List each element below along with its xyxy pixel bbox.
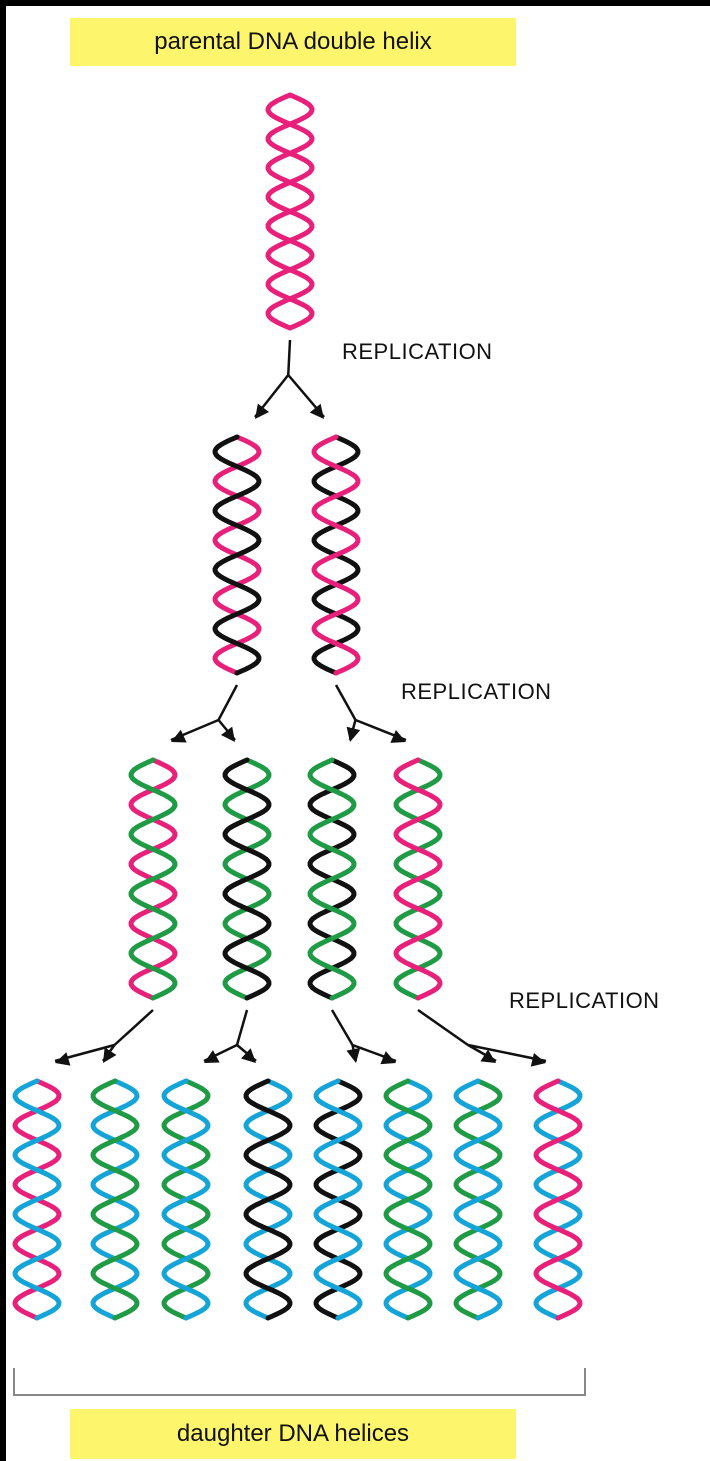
strand-parental (533, 1078, 583, 1321)
fork-arrow-g2-2-stem (334, 684, 357, 721)
helix-third-4 (243, 1078, 293, 1321)
strand-parental (265, 92, 315, 331)
replication-label-3: REPLICATION (509, 988, 660, 1013)
fork-arrow-g3-4-left-head (480, 1049, 496, 1063)
fork-arrow-g3-3-left-head (346, 1047, 361, 1063)
strand-gen2 (90, 1078, 140, 1321)
helix-second-2 (222, 757, 272, 1001)
strand-parental (311, 434, 361, 676)
fork-arrow-g3-2-left-head (204, 1050, 220, 1063)
helix-first-1 (212, 434, 262, 676)
fork-arrow-g1-1-left-head (255, 403, 270, 419)
fork-arrow-g2-1-left-head (171, 729, 187, 743)
replication-label-1: REPLICATION (342, 339, 493, 364)
daughter-helices-bracket (13, 1368, 586, 1396)
replication-label-2: REPLICATION (401, 679, 552, 704)
strand-gen2 (307, 757, 357, 1001)
helix-third-2 (90, 1078, 140, 1321)
helix-third-3 (161, 1078, 211, 1321)
arrows-layer (54, 339, 547, 1067)
fork-arrow-g3-2-stem (235, 1009, 249, 1046)
fork-arrow-g3-1-stem (113, 1009, 154, 1046)
strand-gen1 (212, 434, 262, 676)
fork-arrow-g1-1-right-head (309, 403, 324, 419)
fork-arrow-g2-2-left-head (346, 726, 361, 742)
fork-arrow-g3-1-left-head (55, 1052, 71, 1066)
fork-arrow-g2-1-right-head (221, 726, 235, 742)
helix-third-6 (383, 1078, 433, 1321)
helices-layer (12, 92, 583, 1321)
helix-third-7 (453, 1078, 503, 1321)
helix-third-1 (12, 1078, 62, 1321)
strand-gen1 (243, 1078, 293, 1321)
parental-dna-label-text: parental DNA double helix (154, 28, 432, 55)
strand-gen3 (313, 1078, 363, 1321)
parental-dna-label: parental DNA double helix (70, 18, 516, 66)
strand-gen3 (161, 1078, 211, 1321)
strand-gen3 (12, 1078, 62, 1321)
helix-third-8 (533, 1078, 583, 1321)
helix-parental-1 (265, 92, 315, 331)
helix-first-2 (311, 434, 361, 676)
strand-gen2 (383, 1078, 433, 1321)
strand-gen3 (453, 1078, 503, 1321)
helix-second-4 (393, 757, 443, 1001)
strand-gen2 (128, 757, 178, 1001)
daughter-dna-label-text: daughter DNA helices (176, 1420, 410, 1447)
helix-second-1 (128, 757, 178, 1001)
daughter-dna-label: daughter DNA helices (70, 1409, 516, 1459)
fork-arrow-g1-1-stem (287, 339, 292, 376)
helix-second-3 (307, 757, 357, 1001)
fork-arrow-g3-3-stem (330, 1009, 354, 1046)
helix-third-5 (313, 1078, 363, 1321)
fork-arrow-g3-4-right-head (530, 1053, 546, 1067)
strand-parental (393, 757, 443, 1001)
fork-arrow-g2-1-stem (217, 684, 239, 721)
fork-arrow-g3-3-right-head (380, 1051, 396, 1065)
fork-arrow-g3-2-right-head (241, 1048, 256, 1063)
fork-arrow-g3-4-stem (417, 1008, 469, 1047)
fork-arrow-g3-1-right-head (103, 1047, 117, 1063)
strand-gen1 (222, 757, 272, 1001)
fork-arrow-g2-2-right-head (390, 729, 406, 743)
